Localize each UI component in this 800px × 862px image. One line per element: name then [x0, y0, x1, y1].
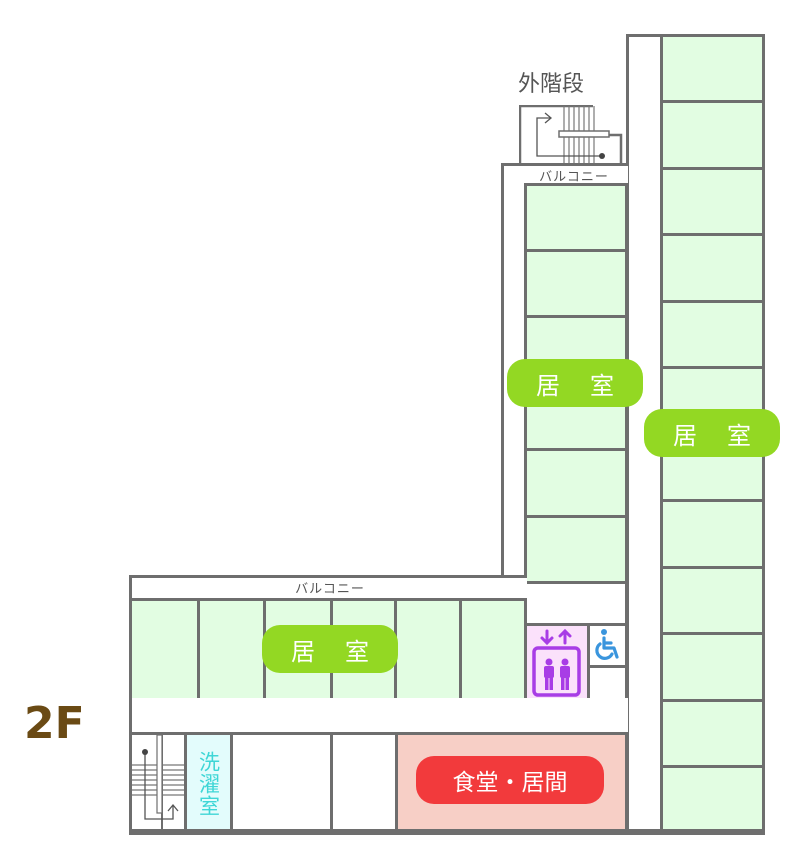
- floor-label: 2F: [24, 698, 85, 749]
- laundry-label: 洗濯室: [196, 750, 221, 817]
- room-r5[interactable]: [660, 300, 765, 369]
- room-r9[interactable]: [660, 566, 765, 635]
- room-l2[interactable]: [197, 598, 266, 701]
- room-r2[interactable]: [660, 100, 765, 170]
- left-balcony: [129, 575, 527, 601]
- room-label-left-a: 居: [291, 637, 315, 666]
- room-m1[interactable]: [524, 183, 628, 252]
- main-corridor: [129, 698, 628, 735]
- room-label-right-a: 居: [673, 421, 697, 450]
- room-l1[interactable]: [129, 598, 200, 701]
- room-r8[interactable]: [660, 499, 765, 569]
- external-stairs[interactable]: [518, 104, 624, 165]
- balcony-label-top: バルコニー: [539, 170, 609, 185]
- middle-hall: [524, 581, 628, 626]
- room-b1[interactable]: [230, 732, 333, 835]
- room-l6[interactable]: [459, 598, 527, 701]
- room-m2[interactable]: [524, 249, 628, 318]
- internal-stairs[interactable]: [129, 732, 187, 835]
- room-r1[interactable]: [660, 34, 765, 103]
- elevator[interactable]: [524, 623, 590, 701]
- room-label-right-b: 室: [727, 421, 751, 450]
- laundry-room[interactable]: 洗濯室: [184, 732, 233, 835]
- dining-label: 食堂・居間: [416, 756, 604, 804]
- elevator-icon: [532, 628, 581, 697]
- room-label-middle-a: 居: [536, 371, 560, 400]
- wheelchair-accessible-icon: [595, 629, 619, 660]
- room-label-middle-b: 室: [590, 371, 614, 400]
- room-m6[interactable]: [524, 515, 628, 584]
- stairs-icon: [518, 104, 623, 163]
- room-label-right: 居室: [644, 409, 780, 457]
- accessible-toilet[interactable]: [587, 623, 628, 668]
- room-r4[interactable]: [660, 233, 765, 303]
- room-m5[interactable]: [524, 448, 628, 518]
- room-r11[interactable]: [660, 699, 765, 768]
- room-r10[interactable]: [660, 632, 765, 702]
- room-r12[interactable]: [660, 765, 765, 835]
- room-label-left: 居室: [262, 625, 398, 673]
- room-label-left-b: 室: [345, 637, 369, 666]
- right-room-column: [660, 34, 765, 835]
- bottom-wall: [129, 829, 765, 832]
- small-storage: [587, 665, 628, 701]
- stairs-icon: [132, 734, 184, 832]
- room-l5[interactable]: [394, 598, 462, 701]
- room-b2[interactable]: [330, 732, 398, 835]
- balcony-label-left: バルコニー: [295, 582, 365, 597]
- room-label-middle: 居室: [507, 359, 643, 407]
- external-stairs-label: 外階段: [518, 72, 585, 97]
- room-r3[interactable]: [660, 167, 765, 236]
